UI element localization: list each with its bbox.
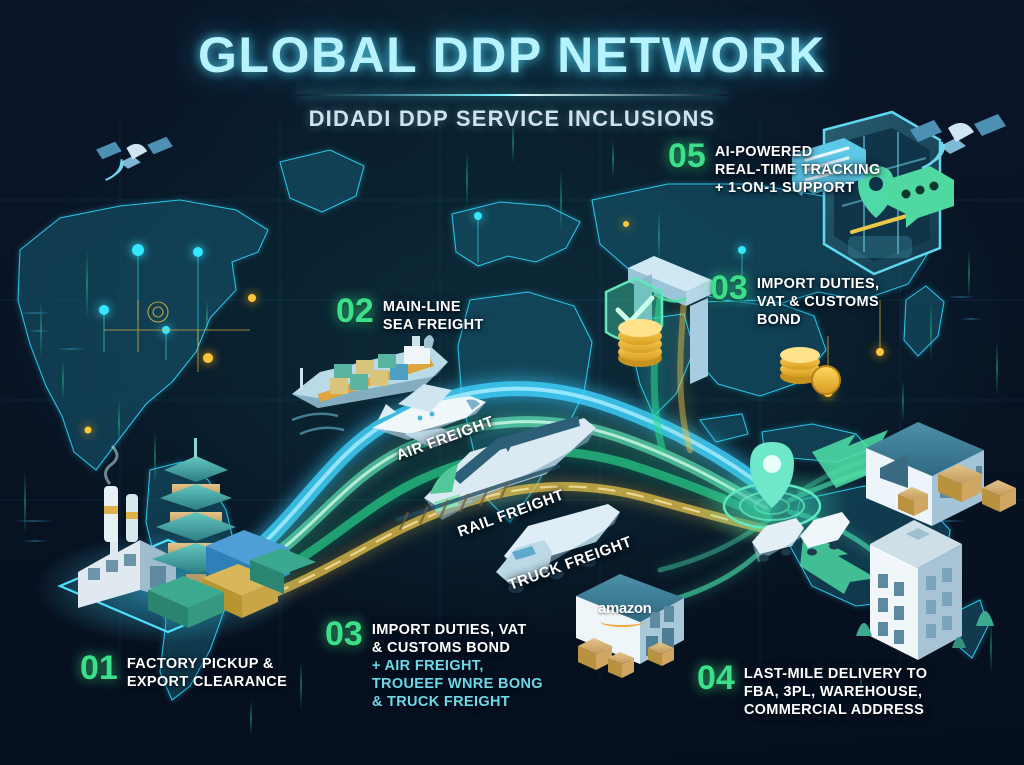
customs-route (650, 296, 693, 453)
callout-line: IMPORT DUTIES, VAT (371, 622, 527, 638)
callout-03-import-duties-right[interactable]: 03 IMPORT DUTIES, VAT & CUSTOMS BOND (710, 269, 880, 330)
callout-line: SEA FREIGHT (382, 316, 484, 333)
callout-text: IMPORT DUTIES, VAT & CUSTOMS BOND + AIR … (372, 618, 543, 712)
callout-number: 01 (80, 649, 118, 687)
callout-01-factory-pickup[interactable]: 01 FACTORY PICKUP & EXPORT CLEARANCE (80, 649, 287, 692)
airplane-icon (372, 384, 486, 448)
truck-icon (496, 504, 620, 593)
page-subtitle: DIDADI DDP SERVICE INCLUSIONS (308, 106, 716, 131)
tree-icon (856, 611, 994, 648)
callout-line: AI-POWERED (714, 144, 813, 160)
callout-line: VAT & CUSTOMS (756, 293, 879, 310)
satellite-icon (96, 114, 1006, 181)
coin-stack-icon (618, 319, 841, 395)
callout-text: IMPORT DUTIES, VAT & CUSTOMS BOND (757, 272, 880, 330)
title-divider (297, 94, 727, 96)
callout-line: MAIN-LINE (382, 299, 461, 315)
train-icon (395, 416, 596, 531)
callout-number: 04 (697, 659, 735, 697)
callout-number: 02 (336, 292, 374, 330)
callout-text: LAST-MILE DELIVERY TO FBA, 3PL, WAREHOUS… (744, 662, 928, 720)
callout-03-import-duties-bottom[interactable]: 03 IMPORT DUTIES, VAT & CUSTOMS BOND + A… (325, 615, 543, 712)
callout-number: 05 (668, 137, 706, 175)
callout-line: REAL-TIME TRACKING (714, 161, 881, 178)
callout-line: IMPORT DUTIES, (756, 276, 880, 292)
callout-number: 03 (710, 269, 748, 307)
callout-subline: TROUEEF WNRE BONG (371, 675, 543, 692)
callout-subline: + AIR FREIGHT, (371, 657, 484, 674)
callout-text: FACTORY PICKUP & EXPORT CLEARANCE (127, 652, 287, 692)
office-building-icon (870, 520, 962, 660)
callout-04-last-mile-delivery[interactable]: 04 LAST-MILE DELIVERY TO FBA, 3PL, WAREH… (697, 659, 928, 720)
air-freight-route (230, 416, 772, 586)
callout-subline: & TRUCK FREIGHT (371, 693, 510, 710)
callout-line: BOND (756, 311, 801, 328)
callout-line: FBA, 3PL, WAREHOUSE, (743, 683, 923, 700)
callout-number: 03 (325, 615, 363, 653)
delivery-van-icon (752, 512, 850, 562)
callout-line: & CUSTOMS BOND (371, 639, 511, 656)
callout-02-sea-freight[interactable]: 02 MAIN-LINE SEA FREIGHT (336, 292, 484, 335)
warehouse-icon (576, 574, 684, 664)
callout-line: + 1-ON-1 SUPPORT (714, 179, 855, 196)
shipping-container-icon (148, 530, 316, 628)
callout-line: FACTORY PICKUP & (126, 656, 274, 672)
callout-line: LAST-MILE DELIVERY TO (743, 666, 928, 682)
callout-text: AI-POWERED REAL-TIME TRACKING + 1-ON-1 S… (715, 140, 881, 198)
parcel-box-icon (578, 464, 1016, 678)
callout-line: EXPORT CLEARANCE (126, 673, 288, 690)
header: GLOBAL DDP NETWORK DIDADI DDP SERVICE IN… (0, 0, 1024, 132)
callout-line: COMMERCIAL ADDRESS (743, 701, 925, 718)
callout-05-ai-tracking[interactable]: 05 AI-POWERED REAL-TIME TRACKING + 1-ON-… (668, 137, 881, 198)
chat-bubble-icon (792, 138, 954, 228)
sea-freight-route (224, 381, 778, 578)
page-title: GLOBAL DDP NETWORK (198, 27, 826, 83)
callout-text: MAIN-LINE SEA FREIGHT (383, 295, 484, 335)
container-ship-icon (291, 335, 448, 436)
